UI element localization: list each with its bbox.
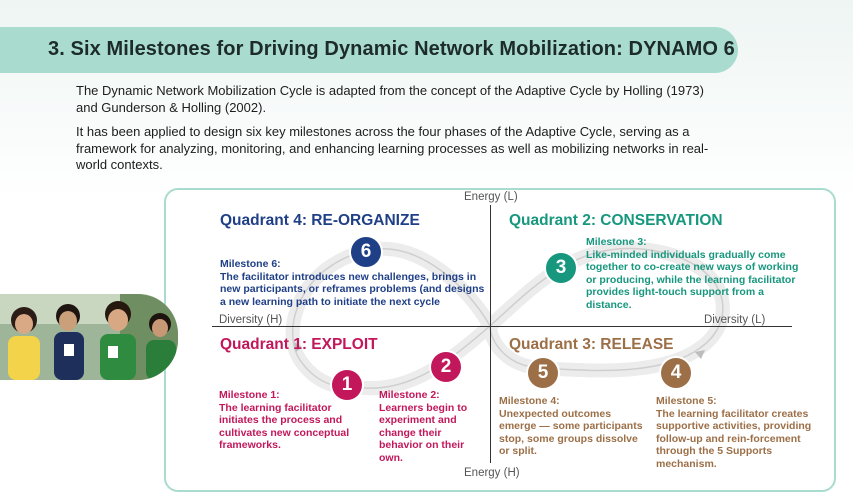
- quadrant-3-title: Quadrant 3: RELEASE: [509, 336, 674, 353]
- students-photo-icon: [0, 294, 178, 380]
- vertical-axis: [490, 205, 491, 463]
- milestone-4-title: Milestone 4:: [499, 395, 560, 407]
- quadrant-2-title: Quadrant 2: CONSERVATION: [509, 212, 723, 229]
- intro-paragraph-2: It has been applied to design six key mi…: [76, 124, 709, 172]
- milestone-6-badge: 6: [351, 237, 381, 267]
- milestone-2-title: Milestone 2:: [379, 389, 440, 401]
- page-title: 3. Six Milestones for Driving Dynamic Ne…: [48, 38, 735, 60]
- milestone-5-badge: 5: [528, 358, 558, 388]
- milestone-1-text: The learning facilitator initiates the p…: [219, 401, 350, 452]
- milestone-4-badge: 4: [661, 358, 691, 388]
- students-photo: [0, 294, 178, 380]
- milestone-5-text: The learning facilitator creates support…: [656, 407, 812, 470]
- milestone-3-text: Like-minded individuals gradually come t…: [586, 248, 799, 311]
- milestone-3-badge: 3: [546, 253, 576, 283]
- milestone-2: Milestone 2: Learners begin to experimen…: [379, 389, 479, 464]
- milestone-1-badge: 1: [332, 370, 362, 400]
- horizontal-axis: [212, 326, 792, 327]
- milestone-5-title: Milestone 5:: [656, 395, 717, 407]
- milestone-2-text: Learners begin to experiment and change …: [379, 401, 468, 464]
- title-bar: [0, 27, 738, 73]
- milestone-6-title: Milestone 6:: [220, 258, 281, 270]
- milestone-4-text: Unexpected outcomes emerge — some partic…: [499, 407, 643, 458]
- axis-label-bottom: Energy (H): [464, 467, 520, 479]
- axis-label-left: Diversity (H): [219, 314, 283, 326]
- axis-label-right: Diversity (L): [704, 314, 766, 326]
- milestone-3-title: Milestone 3:: [586, 236, 647, 248]
- axis-label-top: Energy (L): [464, 191, 518, 203]
- milestone-1: Milestone 1: The learning facilitator in…: [219, 389, 369, 452]
- milestone-6-text: The facilitator introduces new challenge…: [220, 270, 485, 308]
- intro-paragraph-1: The Dynamic Network Mobilization Cycle i…: [76, 83, 704, 115]
- milestone-3: Milestone 3: Like-minded individuals gra…: [586, 236, 804, 311]
- milestone-2-badge: 2: [431, 352, 461, 382]
- milestone-4: Milestone 4: Unexpected outcomes emerge …: [499, 395, 651, 458]
- milestone-1-title: Milestone 1:: [219, 389, 280, 401]
- milestone-6: Milestone 6: The facilitator introduces …: [220, 258, 488, 308]
- quadrant-1-title: Quadrant 1: EXPLOIT: [220, 336, 378, 353]
- quadrant-4-title: Quadrant 4: RE-ORGANIZE: [220, 212, 420, 229]
- milestone-5: Milestone 5: The learning facilitator cr…: [656, 395, 816, 470]
